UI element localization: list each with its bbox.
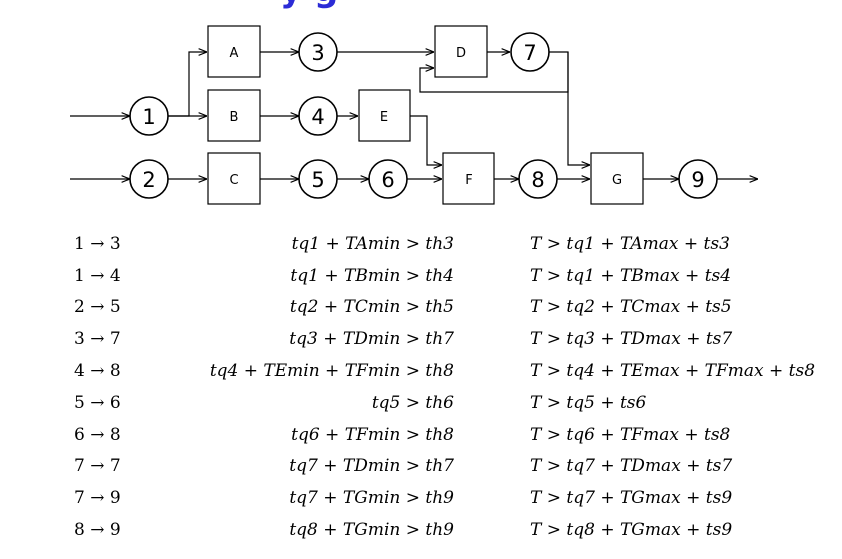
path-cell: 4 → 8 (74, 361, 121, 381)
node-2: 2 (129, 159, 169, 199)
table-row: 7 → 9 tq7 + TGmin > th9 T > tq7 + TGmax … (0, 488, 842, 518)
setup-condition-cell: T > tq6 + TFmax + ts8 (530, 425, 731, 445)
box-A: A (207, 25, 261, 78)
path-cell: 2 → 5 (74, 297, 121, 317)
box-F: F (442, 152, 495, 205)
node-1-label: 1 (142, 105, 155, 129)
path-cell: 7 → 7 (74, 456, 121, 476)
setup-condition-cell: T > tq8 + TGmax + ts9 (530, 520, 733, 540)
node-3: 3 (298, 32, 338, 72)
hold-condition-cell: tq8 + TGmin > th9 (289, 520, 454, 540)
node-9: 9 (678, 159, 718, 199)
hold-condition-cell: tq5 > th6 (371, 393, 454, 413)
hold-condition-cell: tq4 + TEmin + TFmin > th8 (209, 361, 454, 381)
hold-condition-cell: tq6 + TFmin > th8 (291, 425, 454, 445)
slide-title-fragment: y g (280, 0, 640, 10)
path-cell: 3 → 7 (74, 329, 121, 349)
path-cell: 1 → 3 (74, 234, 121, 254)
hold-condition-cell: tq7 + TGmin > th9 (289, 488, 454, 508)
box-G-label: G (612, 173, 622, 188)
box-C-label: C (229, 173, 238, 188)
path-cell: 1 → 4 (74, 266, 121, 286)
node-6-label: 6 (381, 168, 394, 192)
box-B-label: B (230, 110, 239, 125)
edge-7-D-loop (419, 51, 569, 93)
node-7-label: 7 (523, 41, 536, 65)
box-E-label: E (380, 110, 388, 125)
hold-condition-cell: tq1 + TAmin > th3 (291, 234, 454, 254)
node-1: 1 (129, 96, 169, 136)
path-cell: 7 → 9 (74, 488, 121, 508)
path-cell: 6 → 8 (74, 425, 121, 445)
node-7: 7 (510, 32, 550, 72)
node-3-label: 3 (311, 41, 324, 65)
node-9-label: 9 (691, 168, 704, 192)
setup-condition-cell: T > tq2 + TCmax + ts5 (530, 297, 732, 317)
node-4: 4 (298, 96, 338, 136)
node-5: 5 (298, 159, 338, 199)
box-D: D (434, 25, 488, 78)
box-E: E (358, 89, 411, 142)
box-F-label: F (465, 173, 472, 188)
box-B: B (207, 89, 261, 142)
table-row: 1 → 3 tq1 + TAmin > th3 T > tq1 + TAmax … (0, 234, 842, 264)
setup-condition-cell: T > tq7 + TGmax + ts9 (530, 488, 733, 508)
timing-graph: A B C D E F G 1 2 3 4 5 (70, 25, 758, 205)
box-D-label: D (456, 46, 466, 61)
box-C: C (207, 152, 261, 205)
setup-condition-cell: T > tq7 + TDmax + ts7 (530, 456, 733, 476)
hold-condition-cell: tq7 + TDmin > th7 (289, 456, 454, 476)
setup-condition-cell: T > tq4 + TEmax + TFmax + ts8 (530, 361, 816, 381)
node-8-label: 8 (531, 168, 544, 192)
table-row: 8 → 9 tq8 + TGmin > th9 T > tq8 + TGmax … (0, 520, 842, 550)
node-4-label: 4 (311, 105, 324, 129)
setup-condition-cell: T > tq1 + TAmax + ts3 (530, 234, 730, 254)
hold-condition-cell: tq3 + TDmin > th7 (289, 329, 454, 349)
node-6: 6 (368, 159, 408, 199)
table-row: 6 → 8 tq6 + TFmin > th8 T > tq6 + TFmax … (0, 425, 842, 455)
edge-E-F (410, 115, 442, 165)
hold-condition-cell: tq2 + TCmin > th5 (289, 297, 454, 317)
table-row: 1 → 4 tq1 + TBmin > th4 T > tq1 + TBmax … (0, 266, 842, 296)
table-row: 4 → 8 tq4 + TEmin + TFmin > th8 T > tq4 … (0, 361, 842, 391)
setup-condition-cell: T > tq5 + ts6 (530, 393, 647, 413)
edge-1-A (168, 52, 207, 117)
setup-condition-cell: T > tq1 + TBmax + ts4 (530, 266, 732, 286)
table-row: 2 → 5 tq2 + TCmin > th5 T > tq2 + TCmax … (0, 297, 842, 327)
node-5-label: 5 (311, 168, 324, 192)
node-2-label: 2 (142, 168, 155, 192)
box-A-label: A (230, 46, 239, 61)
table-row: 3 → 7 tq3 + TDmin > th7 T > tq3 + TDmax … (0, 329, 842, 359)
hold-condition-cell: tq1 + TBmin > th4 (290, 266, 454, 286)
edge-7-G (567, 52, 590, 165)
setup-condition-cell: T > tq3 + TDmax + ts7 (530, 329, 733, 349)
path-cell: 5 → 6 (74, 393, 121, 413)
graph-edges (70, 52, 758, 179)
node-8: 8 (518, 159, 558, 199)
path-cell: 8 → 9 (74, 520, 121, 540)
box-G: G (590, 152, 644, 205)
table-row: 7 → 7 tq7 + TDmin > th7 T > tq7 + TDmax … (0, 456, 842, 486)
table-row: 5 → 6 tq5 > th6 T > tq5 + ts6 (0, 393, 842, 423)
